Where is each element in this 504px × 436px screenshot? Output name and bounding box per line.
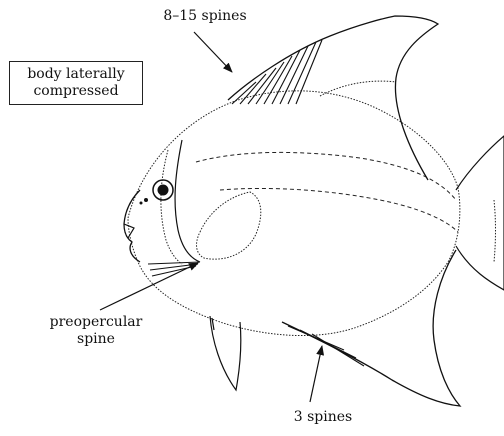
label-preopercular-line2: spine [26, 331, 166, 348]
fish-preoperculum [161, 150, 182, 264]
fish-mouth [124, 224, 134, 238]
fish-snout [124, 190, 140, 262]
label-body-line1: body laterally [10, 66, 142, 83]
anal-spines [288, 326, 364, 366]
caudal-fin-inner [494, 200, 496, 262]
label-dorsal-spines: 8–15 spines [140, 8, 270, 25]
label-anal-spines: 3 spines [268, 409, 378, 426]
arrow-preopercular-spine [100, 263, 198, 310]
nostril [144, 198, 148, 202]
caudal-fin [456, 136, 504, 290]
label-preopercular-line1: preopercular [26, 314, 166, 331]
label-body-line2: compressed [10, 83, 142, 100]
eye-pupil [158, 185, 169, 196]
body-compressed-box: body laterally compressed [9, 61, 143, 105]
arrow-dorsal-spines [194, 32, 232, 72]
lateral-line-lower [220, 188, 458, 232]
nostril [140, 202, 143, 205]
pectoral-fin [197, 192, 261, 259]
anal-fin [282, 250, 460, 406]
arrow-anal-spines [310, 346, 322, 402]
dorsal-spines [232, 40, 322, 104]
fish-body-outline [128, 91, 460, 336]
